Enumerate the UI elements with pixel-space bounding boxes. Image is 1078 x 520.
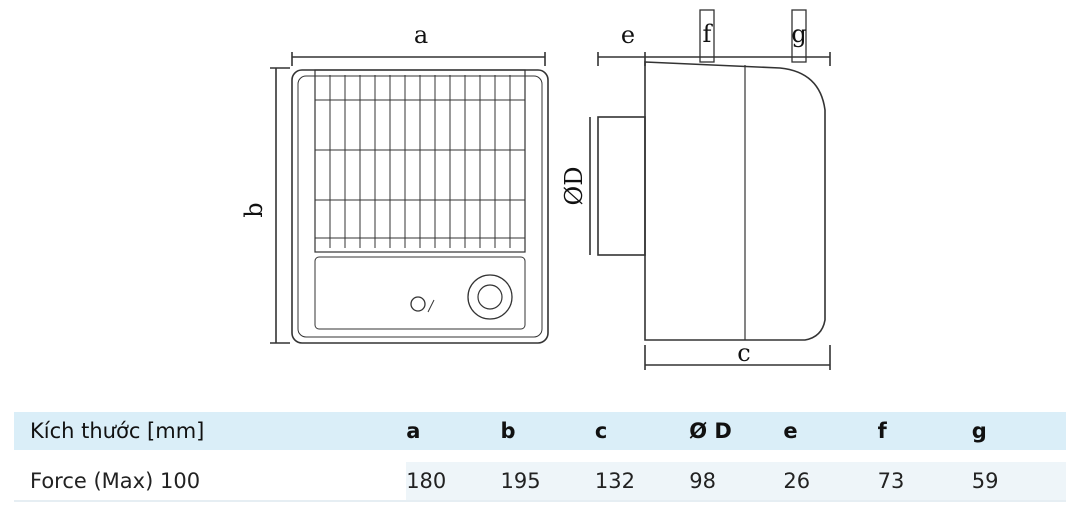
table-cell: 132 — [594, 462, 690, 502]
front-grille — [314, 69, 526, 253]
table-cell: 73 — [877, 462, 972, 502]
duct-spigot — [597, 116, 646, 256]
column-header: b — [500, 419, 516, 443]
label-a: a — [414, 21, 428, 49]
column-header: c — [594, 419, 608, 443]
label-b: b — [240, 202, 268, 217]
header-label: Kích thước [mm] — [30, 419, 205, 443]
control-knob — [467, 274, 513, 320]
column-header: e — [783, 419, 798, 443]
table-row: Force (Max) 100 180 195 132 98 26 73 59 — [14, 462, 1066, 502]
table-cell: 98 — [689, 462, 784, 502]
side-view — [589, 9, 831, 370]
dimension-marker-f — [699, 9, 715, 63]
label-e: e — [621, 21, 635, 49]
grille-slats — [315, 75, 525, 248]
dimension-marker-g — [791, 9, 807, 63]
label-g: g — [791, 20, 806, 48]
table-cell: 180 — [406, 462, 501, 502]
table-cell: 26 — [783, 462, 878, 502]
label-f: f — [703, 20, 714, 48]
dimensions-table: Kích thước [mm] a b c Ø D e f g Force (M… — [14, 412, 1066, 502]
column-header: f — [877, 419, 887, 443]
table-cell: 195 — [500, 462, 595, 502]
front-view — [270, 52, 549, 344]
indicator-light — [410, 296, 426, 312]
control-panel — [314, 256, 526, 330]
technical-drawing: a b e f g ØD c — [240, 9, 831, 370]
label-c: c — [737, 339, 750, 367]
model-name: Force (Max) 100 — [14, 462, 407, 502]
side-body — [644, 61, 826, 341]
column-header: g — [971, 419, 987, 443]
table-header-row: Kích thước [mm] a b c Ø D e f g — [14, 412, 1066, 450]
column-header: Ø D — [689, 419, 732, 443]
column-header: a — [406, 419, 421, 443]
table-cell: 59 — [971, 462, 1066, 502]
label-diameter: ØD — [560, 167, 588, 206]
